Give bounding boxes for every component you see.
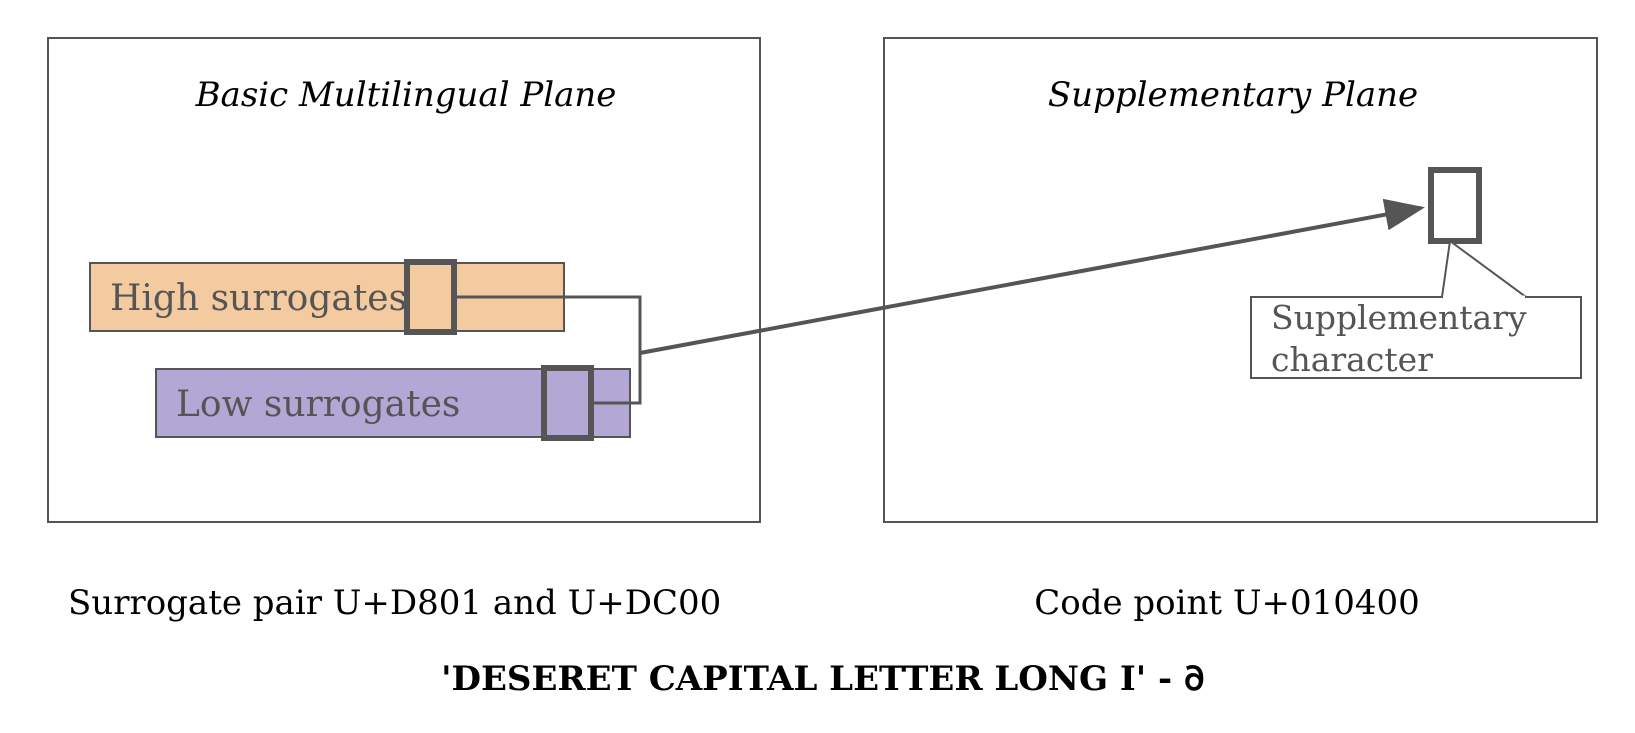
character-name-footer: 'DESERET CAPITAL LETTER LONG I' - 𐐀 — [441, 659, 1205, 699]
code-point-caption: Code point U+010400 — [1034, 583, 1420, 623]
mapping-arrow — [639, 198, 1425, 355]
bmp-title: Basic Multilingual Plane — [195, 75, 617, 115]
callout-label-line2: character — [1271, 340, 1433, 379]
supplementary-title: Supplementary Plane — [1048, 75, 1418, 115]
supplementary-character-callout — [1250, 296, 1582, 379]
high-surrogates-label: High surrogates — [110, 278, 407, 319]
bmp-panel: Basic Multilingual Plane High surrogates… — [47, 37, 761, 523]
callout-label-line1: Supplementary — [1271, 298, 1527, 337]
low-surrogates-label: Low surrogates — [176, 384, 460, 425]
surrogate-pair-bracket — [454, 295, 642, 405]
surrogate-pair-caption: Surrogate pair U+D801 and U+DC00 — [68, 583, 721, 623]
supplementary-character-cell — [1428, 167, 1482, 244]
supplementary-panel: Supplementary Plane Supplementary charac… — [883, 37, 1598, 523]
